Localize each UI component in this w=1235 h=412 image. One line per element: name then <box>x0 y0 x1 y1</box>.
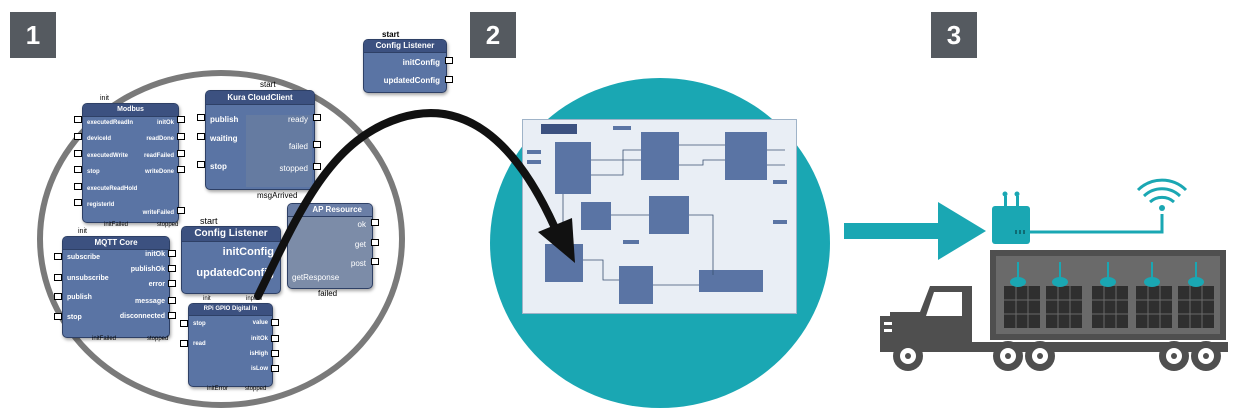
cloud-title: Kura CloudClient <box>206 91 314 105</box>
mqtt-in-0: subscribe <box>67 254 101 261</box>
modbus-out-2: readFailed <box>143 153 174 159</box>
gpio-out-2: isHigh <box>249 351 268 357</box>
config-mid-start: start <box>200 216 218 226</box>
mqtt-box: MQTT Core subscribe unsubscribe publish … <box>62 236 170 338</box>
step-3-badge: 3 <box>931 12 977 58</box>
gpio-in-0: stop <box>193 321 206 327</box>
config-top-box: Config Listener initConfig updatedConfig <box>363 39 447 93</box>
cloud-in-2: stop <box>210 162 227 171</box>
gpio-bottom-0: initError <box>207 386 229 392</box>
mqtt-out-3: message <box>135 298 165 305</box>
modbus-in-5: registerId <box>87 202 115 208</box>
gpio-out-1: initOk <box>250 336 268 342</box>
step-2-badge: 2 <box>470 12 516 58</box>
gpio-in-1: read <box>193 341 206 347</box>
mqtt-in-1: unsubscribe <box>67 275 109 282</box>
gpio-bottom-1: stopped <box>245 386 267 392</box>
embedded-diagram-screenshot <box>523 120 796 313</box>
mqtt-out-4: disconnected <box>119 313 165 320</box>
mqtt-out-1: publishOk <box>130 266 165 273</box>
mqtt-in-3: stop <box>67 314 82 321</box>
gpio-out-3: isLow <box>250 366 268 372</box>
config-mid-bottom-0: init <box>203 296 211 302</box>
modbus-in-1: deviceId <box>87 136 112 142</box>
wifi-icon <box>1136 178 1188 211</box>
gpio-title: RPi GPIO Digital In <box>189 304 272 316</box>
mqtt-out-0: initOk <box>145 251 165 258</box>
router-icon <box>992 191 1030 244</box>
modbus-out-1: readDone <box>146 136 174 142</box>
modbus-bottom-0: initFailed <box>104 222 129 228</box>
gpio-out-0: value <box>252 320 268 326</box>
cloud-in-0: publish <box>210 115 239 124</box>
mqtt-title: MQTT Core <box>63 237 169 250</box>
modbus-in-3: stop <box>87 169 100 175</box>
mqtt-bottom-0: initFailed <box>92 336 117 342</box>
mqtt-out-2: error <box>148 281 165 288</box>
modbus-out-3: writeDone <box>144 169 174 175</box>
config-top-title: Config Listener <box>364 40 446 53</box>
modbus-out-0: initOk <box>156 120 174 126</box>
mqtt-in-2: publish <box>67 294 92 301</box>
modbus-in-0: executedReadIn <box>87 120 134 126</box>
modbus-in-4: executeReadHold <box>87 186 138 192</box>
gpio-box: RPi GPIO Digital In stop read value init… <box>188 303 273 387</box>
step-1-badge: 1 <box>10 12 56 58</box>
modbus-box: Modbus executedReadIn deviceId executedW… <box>82 103 179 223</box>
modbus-bottom-1: stopped <box>157 222 179 228</box>
modbus-init-label: init <box>100 95 109 102</box>
mqtt-bottom-1: stopped <box>147 336 169 342</box>
cloud-in-1: waiting <box>210 134 238 143</box>
modem-icon <box>1010 262 1204 287</box>
config-top-out-1: updatedConfig <box>383 76 440 85</box>
cloud-start-label: start <box>260 80 276 89</box>
cargo-crates <box>1004 286 1214 328</box>
modbus-title: Modbus <box>83 104 178 117</box>
mqtt-init-label: init <box>78 228 87 235</box>
config-top-out-0: initConfig <box>402 58 440 67</box>
modbus-in-2: executedWrite <box>87 153 128 159</box>
config-top-start: start <box>382 30 400 39</box>
modbus-out-4: writeFailed <box>142 210 174 216</box>
